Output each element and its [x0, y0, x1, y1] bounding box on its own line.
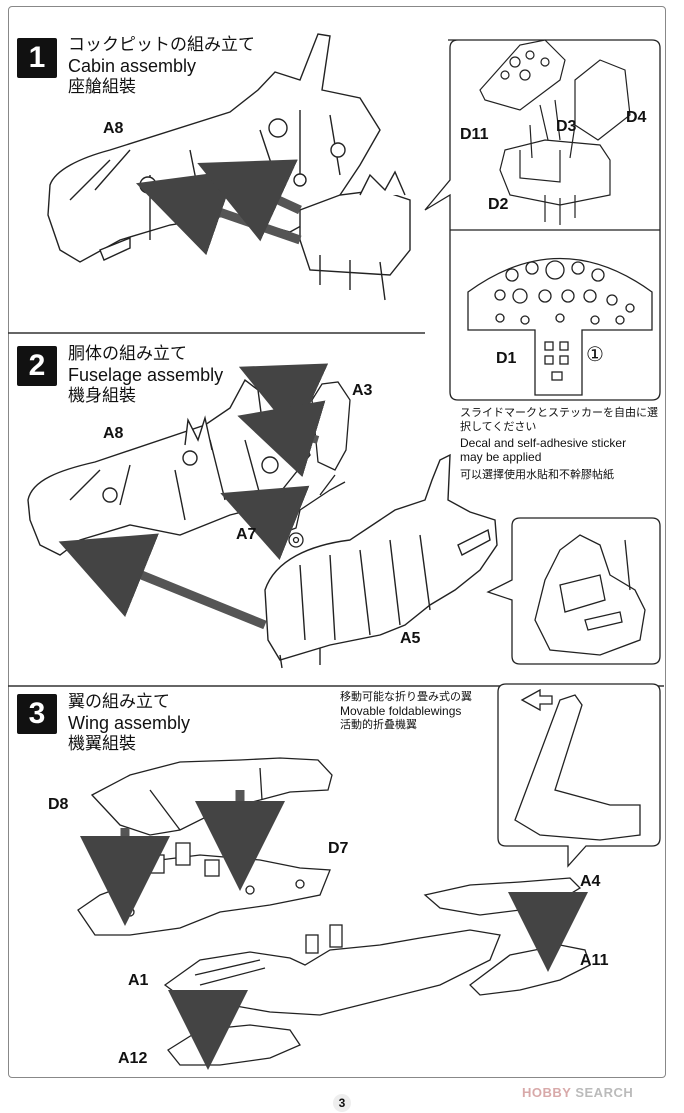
step-1-title-en: Cabin assembly [68, 56, 197, 76]
page-frame [8, 6, 666, 1078]
part-label-a12: A12 [118, 1050, 148, 1067]
part-label-a7: A7 [236, 526, 257, 543]
instrument-panel-d11-drawing [479, 39, 631, 225]
flap-a4-drawing [423, 877, 582, 916]
step-2-title-en: Fuselage assembly [68, 365, 224, 385]
step-3-number: 3 [17, 694, 57, 734]
part-label-d1: D1 [496, 350, 517, 367]
part-label-a3: A3 [352, 382, 373, 399]
folding-wing-note-cn: 活動的折叠機翼 [340, 718, 417, 731]
step-1-title-cn: 座艙組裝 [68, 77, 136, 97]
step-3-title-cn: 機翼組裝 [68, 734, 136, 754]
part-label-a8-step2: A8 [103, 425, 124, 442]
part-label-d2: D2 [488, 196, 509, 213]
part-label-d4: D4 [626, 109, 647, 126]
folding-wing-note-jp: 移動可能な折り畳み式の翼 [340, 690, 472, 703]
wing-center-section-drawing [163, 924, 501, 1016]
step-1-title: コックピットの組み立て Cabin assembly 座艙組裝 [68, 35, 255, 98]
step-1-title-jp: コックピットの組み立て [68, 35, 255, 55]
step-2-number: 2 [17, 346, 57, 386]
watermark: HOBBY SEARCH [522, 1085, 633, 1100]
canopy-detail-drawing [534, 534, 646, 656]
lower-wing-d7-drawing [77, 842, 331, 936]
part-label-a1: A1 [128, 972, 149, 989]
step-2-title-cn: 機身組裝 [68, 386, 136, 406]
rudder-a3-drawing [311, 381, 351, 471]
page-number: 3 [333, 1094, 351, 1112]
part-label-a8-step1: A8 [103, 120, 124, 137]
step-1-number: 1 [17, 38, 57, 78]
part-label-d8: D8 [48, 796, 69, 813]
step-3-title-en: Wing assembly [68, 713, 191, 733]
step-2-title-jp: 胴体の組み立て [68, 344, 187, 364]
step-3-title: 翼の組み立て Wing assembly 機翼組裝 [68, 692, 190, 755]
folding-wing-drawing [514, 688, 641, 841]
watermark-suffix: SEARCH [575, 1085, 634, 1100]
step-3-title-jp: 翼の組み立て [68, 692, 170, 712]
instrument-panel-d1-drawing [467, 257, 653, 396]
cabin-frame-a8-drawing [47, 33, 411, 301]
part-label-a4: A4 [580, 873, 601, 890]
part-label-d3: D3 [556, 118, 577, 135]
fuselage-rear-a5-drawing [264, 453, 498, 669]
decal-note-jp: スライドマークとステッカーを自由に選択してください [460, 406, 658, 433]
decal-note-cn: 可以選擇使用水貼和不幹膠帖紙 [460, 468, 614, 481]
watermark-prefix: HOBBY [522, 1085, 572, 1100]
decal-note-en: Decal and self-adhesive sticker may be a… [460, 436, 627, 464]
folding-wing-note: 移動可能な折り畳み式の翼 Movable foldablewings 活動的折叠… [340, 690, 472, 732]
upper-wing-d8-drawing [90, 757, 333, 836]
decal-number-label: ① [586, 344, 604, 366]
step-2-title: 胴体の組み立て Fuselage assembly 機身組裝 [68, 344, 223, 407]
part-label-a5: A5 [400, 630, 421, 647]
folding-wing-note-en: Movable foldablewings [340, 704, 462, 718]
wingtip-a12-drawing [167, 1024, 301, 1066]
part-label-a11: A11 [580, 952, 609, 969]
part-label-d11: D11 [460, 126, 489, 143]
decal-note: スライドマークとステッカーを自由に選択してください Decal and self… [460, 406, 660, 482]
part-label-d7: D7 [328, 840, 349, 857]
